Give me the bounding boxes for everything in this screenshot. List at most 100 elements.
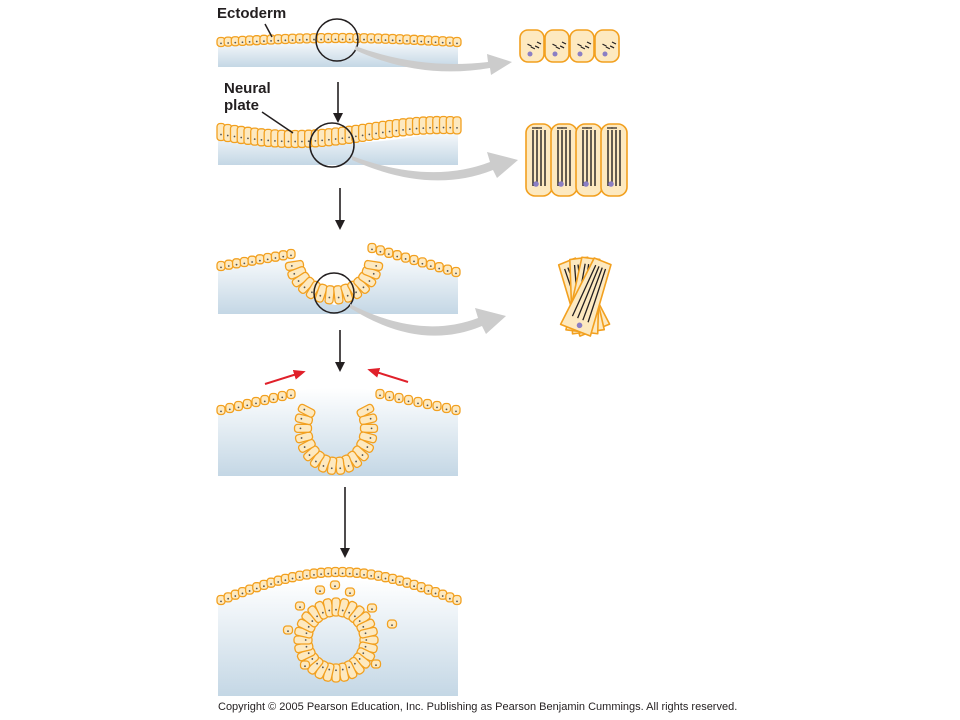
cell-nucleus [456, 126, 458, 129]
cell [259, 34, 269, 45]
cell-nucleus [304, 665, 306, 668]
cell-body [231, 258, 242, 269]
cell-body [286, 248, 296, 260]
magnify-circle [315, 18, 359, 62]
cell-nucleus [227, 265, 230, 267]
cell-nucleus [415, 127, 418, 130]
cell-nucleus [353, 662, 356, 665]
cell-nucleus [307, 652, 310, 655]
label-leader [261, 111, 294, 134]
cell [225, 402, 235, 414]
cell [293, 423, 313, 434]
cell [324, 285, 335, 305]
cell-nucleus [233, 135, 236, 138]
zoom-cell [544, 29, 570, 63]
cell-nucleus [379, 250, 382, 253]
cell-nucleus [455, 410, 457, 413]
magnify-circle [309, 122, 355, 168]
magnify-circle [313, 272, 355, 314]
cell-nucleus [349, 592, 351, 595]
cell-nucleus [413, 585, 415, 588]
cell [384, 247, 394, 258]
cell-nucleus [398, 398, 400, 401]
cell-nucleus [241, 41, 244, 44]
cell-nucleus [258, 259, 261, 262]
cell-body [441, 402, 452, 414]
cell-nucleus [368, 133, 371, 136]
cell-nucleus [253, 138, 256, 141]
cell-body [569, 29, 595, 63]
cell [364, 122, 374, 142]
microtubule [530, 46, 536, 50]
cell-body [600, 123, 628, 197]
cell [452, 116, 462, 135]
cell-nucleus [319, 590, 321, 593]
cell [286, 388, 296, 400]
cell-nucleus [226, 134, 229, 137]
nucleus [576, 322, 583, 329]
zoom-cells-columnar [525, 123, 628, 197]
cell-body [375, 388, 385, 400]
cell-nucleus [441, 41, 444, 44]
cell-body [303, 445, 320, 462]
cell-nucleus [388, 396, 391, 399]
cell [330, 127, 341, 146]
cell-nucleus [248, 40, 251, 43]
cell-nucleus [267, 139, 270, 142]
cell-body [314, 585, 326, 595]
cell-nucleus [284, 39, 287, 42]
cell [442, 264, 453, 275]
cell-nucleus [301, 140, 303, 143]
cell-nucleus [322, 465, 325, 467]
cell-body [384, 247, 394, 258]
cell-nucleus [313, 38, 315, 41]
cell-nucleus [353, 615, 356, 618]
cell-nucleus [311, 291, 313, 294]
cell-nucleus [307, 140, 310, 143]
cell-nucleus [274, 257, 277, 259]
cell-nucleus [413, 40, 415, 43]
cell [409, 254, 419, 266]
cell-nucleus [398, 581, 401, 583]
cell-nucleus [277, 581, 280, 583]
cell-nucleus [237, 406, 240, 409]
cell-nucleus [381, 131, 384, 134]
cell [297, 403, 316, 418]
cell-nucleus [298, 38, 301, 41]
zoom-cell [550, 123, 578, 197]
cell-body [278, 250, 288, 261]
cell [452, 594, 462, 606]
red-arrow [264, 370, 306, 385]
cell-nucleus [248, 590, 251, 592]
cell [394, 392, 404, 404]
cell [370, 659, 382, 669]
stage-neural-folds [216, 368, 461, 476]
cell-nucleus [434, 592, 437, 595]
cell-nucleus [287, 140, 290, 143]
cell-nucleus [321, 666, 324, 669]
cell-nucleus [363, 573, 365, 576]
cell-body [417, 257, 428, 268]
nucleus [527, 51, 533, 57]
cell-nucleus [263, 585, 265, 588]
cell-body [400, 252, 411, 263]
cell-nucleus [407, 400, 410, 403]
ectoderm-label: Ectoderm [217, 5, 287, 22]
cell-nucleus [384, 577, 387, 580]
cell-nucleus [290, 264, 293, 267]
cell-nucleus [347, 465, 350, 467]
cell-nucleus [270, 39, 272, 42]
cell-nucleus [456, 42, 458, 45]
cell-nucleus [316, 662, 319, 665]
cell-body [255, 254, 265, 265]
cell [344, 125, 354, 144]
cell-body [384, 390, 395, 402]
cell-body [356, 403, 375, 418]
cell-nucleus [366, 408, 369, 411]
cell [216, 404, 226, 416]
cell-body [550, 123, 578, 197]
zoom-cells-cuboidal [519, 29, 620, 63]
cell-nucleus [366, 446, 369, 448]
cell [270, 251, 281, 262]
cell-nucleus [364, 645, 367, 648]
